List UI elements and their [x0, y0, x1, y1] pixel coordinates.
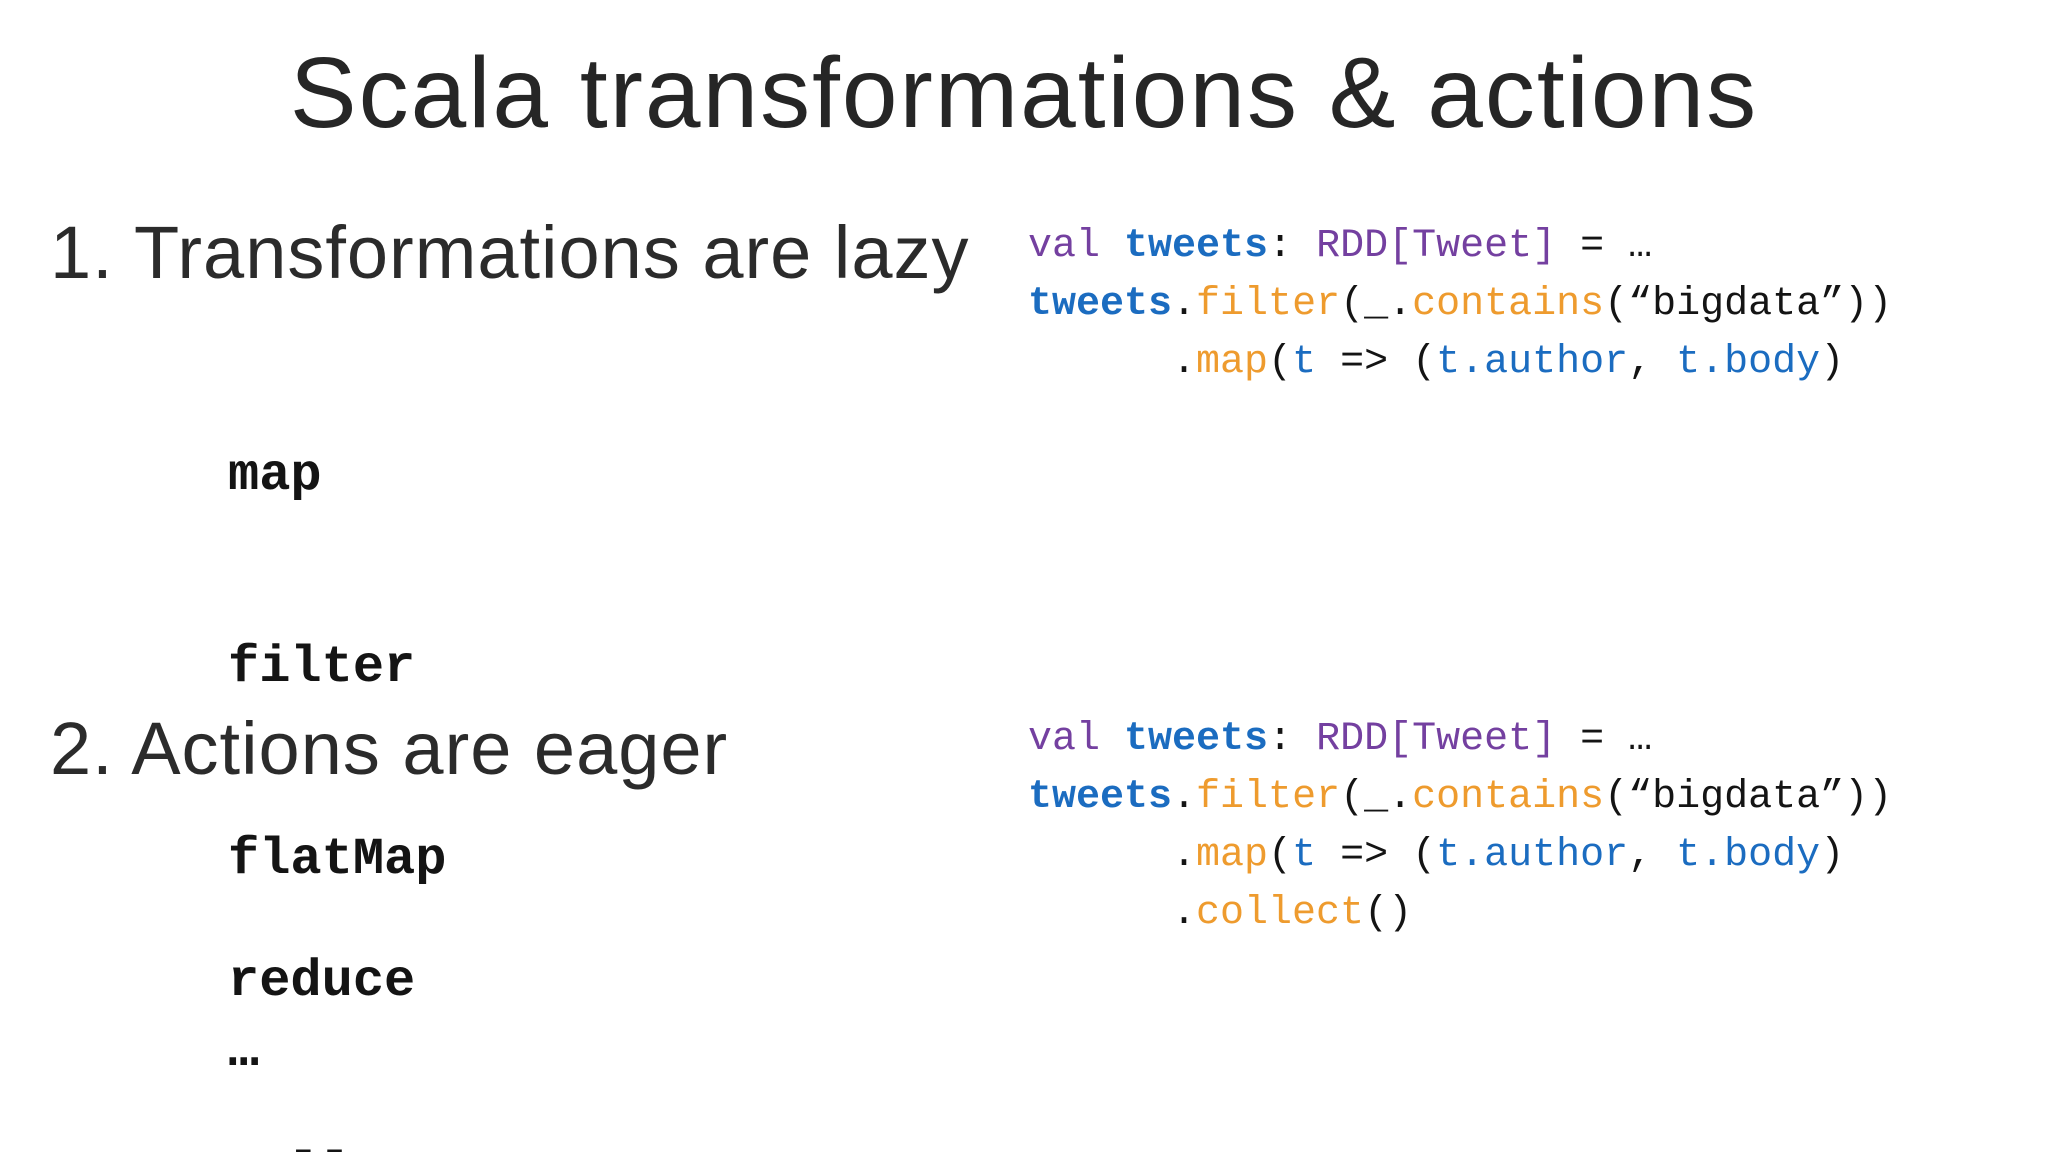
code-token: t.author — [1436, 340, 1629, 385]
code-token: . — [1172, 775, 1197, 820]
code-token: = … — [1556, 717, 1653, 762]
code-line: .map(t => (t.author, t.body) — [1028, 334, 1892, 392]
code-token: . — [1028, 891, 1197, 936]
code-token: map — [1196, 340, 1269, 385]
code-token: (_. — [1340, 282, 1413, 327]
code-line: tweets.filter(_.contains(“bigdata”)) — [1028, 276, 1892, 334]
code-block-transformations: val tweets: RDD[Tweet] = …tweets.filter(… — [1028, 218, 1892, 392]
code-token: . — [1028, 340, 1197, 385]
code-token: : — [1268, 224, 1317, 269]
code-token: RDD[Tweet] — [1316, 224, 1557, 269]
code-token: : — [1268, 717, 1317, 762]
code-token: , — [1628, 340, 1677, 385]
section-heading-transformations: 1. Transformations are lazy — [50, 211, 970, 294]
transformations-list: map filter flatMap … — [228, 316, 446, 1152]
code-token: contains — [1412, 282, 1605, 327]
code-block-actions: val tweets: RDD[Tweet] = …tweets.filter(… — [1028, 711, 1892, 943]
code-token: t.body — [1676, 833, 1821, 878]
code-token: . — [1028, 833, 1197, 878]
code-token: tweets — [1028, 775, 1173, 820]
code-token: val — [1028, 717, 1101, 762]
code-token: map — [1196, 833, 1269, 878]
code-token: ( — [1268, 340, 1293, 385]
list-item: … — [228, 1022, 260, 1081]
code-token: tweets — [1124, 224, 1269, 269]
code-token: => ( — [1316, 340, 1437, 385]
code-token: => ( — [1316, 833, 1437, 878]
code-token: t — [1292, 340, 1317, 385]
code-token: (“bigdata”)) — [1604, 282, 1893, 327]
code-token: t — [1292, 833, 1317, 878]
code-token: t.body — [1676, 340, 1821, 385]
code-token: RDD[Tweet] — [1316, 717, 1557, 762]
code-token: val — [1028, 224, 1101, 269]
code-token: filter — [1196, 282, 1341, 327]
code-token: tweets — [1028, 282, 1173, 327]
list-item: flatMap — [228, 830, 447, 889]
code-token: filter — [1196, 775, 1341, 820]
code-line: val tweets: RDD[Tweet] = … — [1028, 711, 1892, 769]
list-item: map — [228, 446, 322, 505]
code-token: (_. — [1340, 775, 1413, 820]
code-token: ) — [1820, 833, 1845, 878]
list-item: filter — [228, 638, 416, 697]
code-token: t.author — [1436, 833, 1629, 878]
code-token: contains — [1412, 775, 1605, 820]
list-item: collect — [228, 1142, 446, 1152]
code-line: .map(t => (t.author, t.body) — [1028, 827, 1892, 885]
code-token: ( — [1268, 833, 1293, 878]
code-line: tweets.filter(_.contains(“bigdata”)) — [1028, 769, 1892, 827]
code-token — [1100, 717, 1124, 762]
section-heading-actions: 2. Actions are eager — [50, 707, 729, 790]
slide-title: Scala transformations & actions — [289, 37, 1759, 149]
code-token: , — [1628, 833, 1677, 878]
code-token — [1100, 224, 1124, 269]
code-token: collect — [1196, 891, 1365, 936]
code-token: ) — [1820, 340, 1845, 385]
actions-list: reduce collect count … — [228, 822, 446, 1152]
code-token: = … — [1556, 224, 1653, 269]
code-token: tweets — [1124, 717, 1269, 762]
code-line: val tweets: RDD[Tweet] = … — [1028, 218, 1892, 276]
code-token: (“bigdata”)) — [1604, 775, 1893, 820]
code-token: . — [1172, 282, 1197, 327]
code-token: () — [1364, 891, 1413, 936]
list-item: reduce — [228, 952, 416, 1011]
code-line: .collect() — [1028, 885, 1892, 943]
